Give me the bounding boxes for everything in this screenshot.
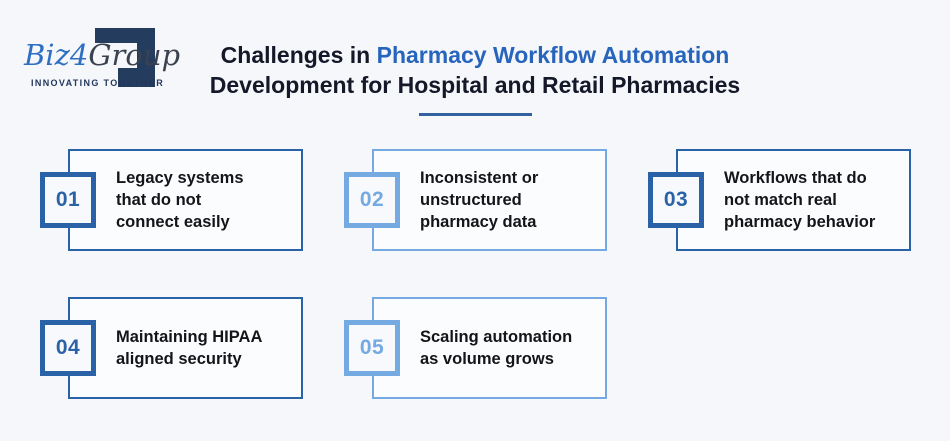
logo-word-4: 4: [69, 38, 89, 72]
challenges-grid: 01 Legacy systems that do not connect ea…: [40, 149, 911, 399]
biz4group-logo: Biz4Group INNOVATING TOGETHER: [22, 18, 180, 100]
page-title: Challenges in Pharmacy Workflow Automati…: [0, 40, 950, 100]
logo-tagline: INNOVATING TOGETHER: [31, 78, 165, 88]
title-prefix: Challenges in: [220, 42, 377, 68]
challenge-card: 01 Legacy systems that do not connect ea…: [40, 149, 303, 251]
challenge-number-badge: 05: [344, 320, 400, 376]
challenge-card: 02 Inconsistent or unstructured pharmacy…: [344, 149, 607, 251]
challenge-text: Maintaining HIPAA aligned security: [116, 328, 263, 368]
title-divider: [418, 113, 532, 116]
challenge-card: 05 Scaling automation as volume grows: [344, 297, 607, 399]
header: Challenges in Pharmacy Workflow Automati…: [0, 40, 950, 116]
challenge-number-badge: 03: [648, 172, 704, 228]
challenge-number-badge: 01: [40, 172, 96, 228]
logo-word-group: Group: [88, 38, 181, 72]
logo-word-biz: Biz: [24, 38, 70, 72]
challenge-number-badge: 04: [40, 320, 96, 376]
challenge-card: 04 Maintaining HIPAA aligned security: [40, 297, 303, 399]
challenge-text: Legacy systems that do not connect easil…: [116, 169, 244, 231]
title-highlight: Pharmacy Workflow Automation: [376, 42, 730, 68]
challenge-card: 03 Workflows that do not match real phar…: [648, 149, 911, 251]
title-line2: Development for Hospital and Retail Phar…: [209, 72, 741, 98]
challenge-text: Inconsistent or unstructured pharmacy da…: [420, 169, 539, 231]
challenge-text: Workflows that do not match real pharmac…: [724, 169, 876, 231]
challenge-text: Scaling automation as volume grows: [420, 328, 573, 368]
challenge-number-badge: 02: [344, 172, 400, 228]
logo-wordmark: Biz4Group: [24, 38, 180, 72]
logo-bracket-icon: [95, 28, 155, 87]
